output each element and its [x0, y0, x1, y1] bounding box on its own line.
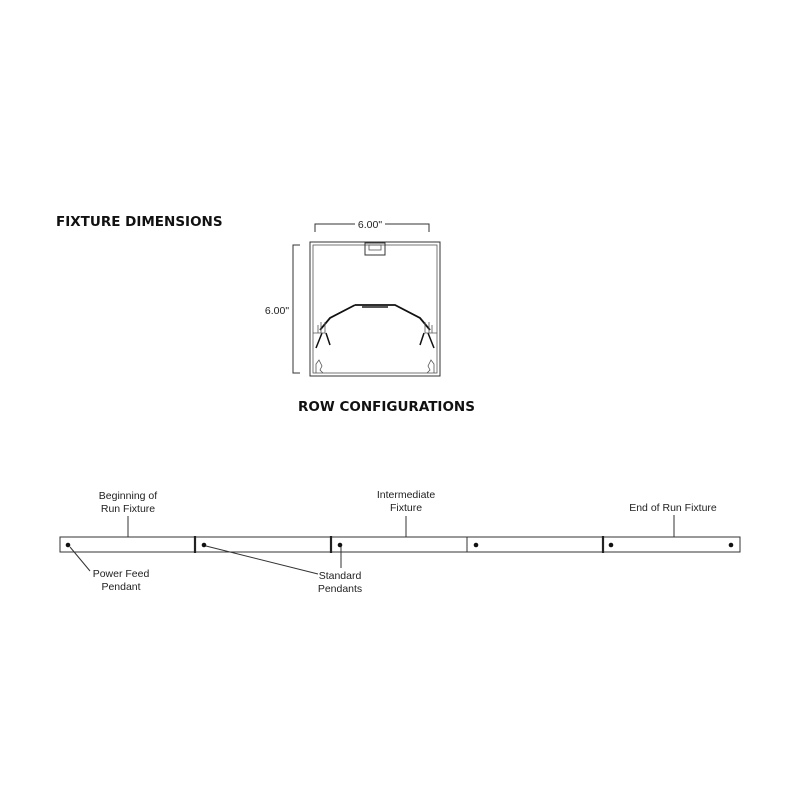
- fixture-joints: [193, 536, 605, 553]
- fixture-intermediate-1: [194, 536, 332, 553]
- standard-label-line1: Standard: [319, 570, 362, 582]
- power-feed-leader-line: [69, 546, 91, 572]
- fixture-beginning-of-run: [59, 536, 196, 553]
- standard-label-line2: Pendants: [318, 583, 362, 595]
- power-feed-pendant: [65, 542, 71, 548]
- row-configuration: Beginning of Run Fixture Intermediate Fi…: [59, 489, 741, 595]
- beginning-label-line2: Run Fixture: [101, 503, 155, 515]
- standard-pendant: [608, 542, 614, 548]
- fixture-intermediate-3: [466, 536, 604, 553]
- standard-pendant: [473, 542, 479, 548]
- width-dimension-line: [314, 223, 430, 232]
- beginning-label-line1: Beginning of: [99, 490, 157, 502]
- end-cap-details: [315, 359, 435, 374]
- standard-pendant: [728, 542, 734, 548]
- housing-inner: [312, 244, 438, 374]
- fixture-dimensions-heading: FIXTURE DIMENSIONS: [56, 214, 223, 230]
- side-rails: [313, 322, 437, 334]
- fixture-end-of-run: [602, 536, 741, 553]
- fixture-cross-section: 6.00" 6.00": [265, 219, 441, 377]
- fixture-intermediate-2: [330, 536, 468, 553]
- width-dimension-label: 6.00": [358, 219, 382, 231]
- height-dimension-label: 6.00": [265, 305, 289, 317]
- lens-clips: [315, 332, 435, 349]
- mounting-channel: [364, 242, 386, 256]
- standard-pendants-leader-lines: [205, 545, 342, 575]
- power-feed-label-line1: Power Feed: [93, 568, 150, 580]
- housing-outline: [309, 241, 441, 377]
- intermediate-label-line1: Intermediate: [377, 489, 436, 501]
- standard-pendant: [337, 542, 343, 548]
- standard-pendant: [201, 542, 207, 548]
- row-configurations-heading: ROW CONFIGURATIONS: [298, 399, 475, 415]
- end-label: End of Run Fixture: [629, 502, 717, 514]
- intermediate-label-line2: Fixture: [390, 502, 422, 514]
- lens-reflector: [319, 304, 431, 331]
- height-dimension-line: [292, 244, 300, 374]
- power-feed-label-line2: Pendant: [101, 581, 140, 593]
